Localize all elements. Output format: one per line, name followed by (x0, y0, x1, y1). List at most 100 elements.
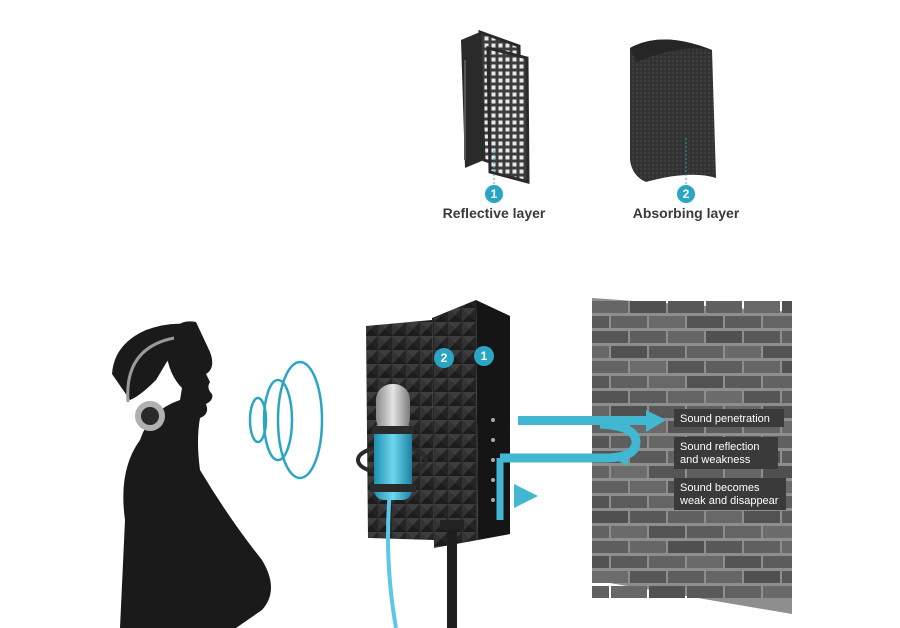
brick (725, 586, 761, 598)
brick (611, 526, 647, 538)
annotation-sound-reflection-line-1: Sound reflection (680, 441, 760, 453)
brick (592, 496, 609, 508)
brick (592, 391, 628, 403)
brick (611, 466, 647, 478)
brick (611, 436, 647, 448)
brick (725, 376, 761, 388)
brick (782, 331, 792, 343)
brick (649, 346, 685, 358)
brick (592, 436, 609, 448)
brick (668, 511, 704, 523)
brick (687, 316, 723, 328)
brick (706, 571, 742, 583)
brick (611, 556, 647, 568)
brick (706, 331, 742, 343)
brick (725, 346, 761, 358)
brick (630, 571, 666, 583)
brick (706, 361, 742, 373)
brick (592, 301, 628, 313)
brick (763, 526, 792, 538)
brick (782, 391, 792, 403)
brick (668, 331, 704, 343)
brick (649, 376, 685, 388)
brick (687, 376, 723, 388)
panel-absorbing-layer-number: 2 (441, 351, 448, 365)
reflective-layer-image (461, 29, 530, 184)
brick (649, 316, 685, 328)
brick (668, 571, 704, 583)
brick (611, 496, 647, 508)
annotation-sound-disappear-line-1: Sound becomes (680, 482, 760, 494)
brick (782, 511, 792, 523)
brick (706, 391, 742, 403)
brick (592, 556, 609, 568)
brick (744, 571, 780, 583)
brick (611, 316, 647, 328)
annotation-sound-penetration: Sound penetration (674, 409, 784, 427)
annotation-sound-penetration-line-1: Sound penetration (680, 413, 770, 425)
brick (592, 541, 628, 553)
brick (592, 586, 609, 598)
sound-fade-arrow (514, 484, 538, 508)
brick (763, 556, 792, 568)
reflective-layer-label: Reflective layer (443, 205, 546, 221)
brick (611, 376, 647, 388)
brick (687, 346, 723, 358)
reflective-layer-number: 1 (491, 187, 498, 201)
reflective-layer-number-badge (485, 185, 503, 203)
brick (630, 451, 666, 463)
absorbing-layer-image (630, 39, 716, 182)
headphones-icon (126, 336, 175, 431)
brick (668, 301, 704, 313)
brick (763, 316, 792, 328)
brick (782, 451, 792, 463)
brick (668, 391, 704, 403)
brick (706, 541, 742, 553)
brick (592, 361, 628, 373)
person-silhouette (112, 321, 271, 628)
brick (725, 316, 761, 328)
brick (592, 331, 628, 343)
brick (649, 556, 685, 568)
brick (687, 586, 723, 598)
brick (744, 541, 780, 553)
brick (630, 361, 666, 373)
brick (649, 526, 685, 538)
brick (763, 586, 792, 598)
absorbing-layer-number-badge (677, 185, 695, 203)
brick (744, 391, 780, 403)
brick (592, 481, 628, 493)
absorbing-layer-number: 2 (683, 187, 690, 201)
brick (592, 406, 609, 418)
brick (630, 391, 666, 403)
brick (668, 541, 704, 553)
brick (725, 526, 761, 538)
brick (630, 301, 666, 313)
brick (630, 511, 666, 523)
brick (592, 511, 628, 523)
brick (744, 331, 780, 343)
annotation-sound-reflection: Sound reflection and weakness (674, 437, 778, 469)
brick (592, 571, 628, 583)
panel-reflective-layer-badge (474, 346, 494, 366)
annotation-sound-disappear-line-2: weak and disappear (679, 495, 779, 507)
sound-reflection-arrowhead (612, 450, 628, 466)
brick (782, 301, 792, 313)
brick (592, 376, 609, 388)
brick (763, 376, 792, 388)
brick (630, 541, 666, 553)
brick (592, 346, 609, 358)
brick (611, 406, 647, 418)
sound-wave-icon (248, 360, 324, 480)
brick (744, 511, 780, 523)
brick (782, 541, 792, 553)
brick (592, 466, 609, 478)
absorbing-layer-label: Absorbing layer (633, 205, 740, 221)
panel-reflective-layer-number: 1 (481, 349, 488, 363)
panel-absorbing-layer-badge (434, 348, 454, 368)
brick (725, 556, 761, 568)
brick (630, 481, 666, 493)
brick (706, 511, 742, 523)
brick (668, 361, 704, 373)
